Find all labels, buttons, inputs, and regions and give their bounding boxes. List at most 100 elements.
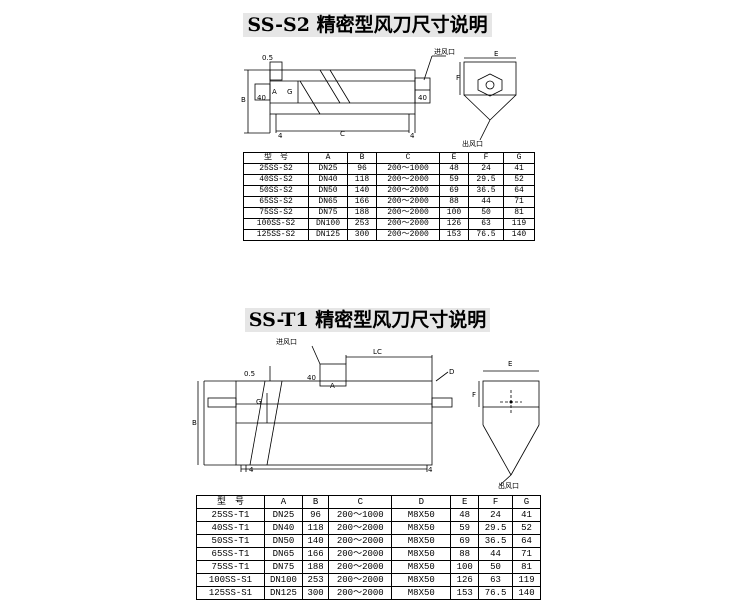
header-cell: A bbox=[308, 152, 348, 164]
table-cell: 36.5 bbox=[478, 534, 513, 548]
dim-a-2: A bbox=[330, 382, 335, 390]
table-cell: 29.5 bbox=[468, 174, 504, 186]
header-cell: D bbox=[391, 495, 452, 509]
table-cell: 119 bbox=[512, 573, 541, 587]
table-cell: 100SS-S2 bbox=[243, 218, 309, 230]
table-cell: 50SS-T1 bbox=[196, 534, 265, 548]
table-cell: 88 bbox=[439, 196, 469, 208]
table-cell: 100 bbox=[450, 560, 480, 574]
table-cell: 50 bbox=[478, 560, 513, 574]
table-cell: 63 bbox=[468, 218, 504, 230]
table-cell: 166 bbox=[347, 196, 377, 208]
inlet-label-2: 进风口 bbox=[276, 338, 297, 346]
dim-05: 0.5 bbox=[262, 54, 273, 62]
dim-05-2: 0.5 bbox=[244, 370, 255, 378]
table-cell: 200～1000 bbox=[376, 163, 440, 175]
table-cell: 200～2000 bbox=[328, 560, 393, 574]
table-cell: 200～2000 bbox=[328, 534, 393, 548]
table-cell: 50 bbox=[468, 207, 504, 219]
dim-4b: 4 bbox=[410, 132, 415, 140]
table-cell: 76.5 bbox=[468, 229, 504, 241]
table-cell: 140 bbox=[347, 185, 377, 197]
outlet-label: 出风口 bbox=[462, 139, 483, 148]
table-cell: 118 bbox=[301, 521, 330, 535]
table-cell: 200～2000 bbox=[376, 218, 440, 230]
dim-f-2: F bbox=[472, 391, 476, 399]
table-cell: DN125 bbox=[308, 229, 348, 241]
dim-c-top-2: C bbox=[377, 348, 382, 356]
table-cell: 40SS-T1 bbox=[196, 521, 265, 535]
table-cell: DN40 bbox=[263, 521, 303, 535]
table-cell: 118 bbox=[347, 174, 377, 186]
table-cell: 76.5 bbox=[478, 586, 513, 600]
table-cell: 200～1000 bbox=[328, 508, 393, 522]
table-cell: 52 bbox=[512, 521, 541, 535]
table-cell: 126 bbox=[450, 573, 480, 587]
table-cell: 200～2000 bbox=[328, 573, 393, 587]
table-cell: 96 bbox=[347, 163, 377, 175]
table-cell: 59 bbox=[439, 174, 469, 186]
header-cell: E bbox=[439, 152, 469, 164]
table-header-row: 型 号 A B C D E F G bbox=[196, 495, 541, 509]
table-cell: DN50 bbox=[263, 534, 303, 548]
header-cell: A bbox=[263, 495, 303, 509]
table-cell: 64 bbox=[512, 534, 541, 548]
table-cell: 200～2000 bbox=[376, 207, 440, 219]
table-cell: 69 bbox=[450, 534, 480, 548]
table-cell: 71 bbox=[503, 196, 535, 208]
dim-4a-2: 4 bbox=[249, 466, 254, 474]
header-cell: G bbox=[503, 152, 535, 164]
header-cell: C bbox=[328, 495, 393, 509]
table-cell: M8X50 bbox=[391, 534, 452, 548]
table-cell: 253 bbox=[301, 573, 330, 587]
table-cell: DN40 bbox=[308, 174, 348, 186]
table-cell: 153 bbox=[450, 586, 480, 600]
table-cell: 40SS-S2 bbox=[243, 174, 309, 186]
dim-c: C bbox=[340, 130, 345, 138]
table-cell: 44 bbox=[468, 196, 504, 208]
table-cell: DN75 bbox=[308, 207, 348, 219]
table-cell: DN100 bbox=[263, 573, 303, 587]
dim-f: F bbox=[456, 74, 460, 82]
table-cell: 140 bbox=[301, 534, 330, 548]
table-cell: 200～2000 bbox=[376, 229, 440, 241]
table-cell: 125SS-S2 bbox=[243, 229, 309, 241]
header-cell: 型 号 bbox=[196, 495, 265, 509]
table-cell: 59 bbox=[450, 521, 480, 535]
table-cell: M8X50 bbox=[391, 521, 452, 535]
table-cell: 48 bbox=[450, 508, 480, 522]
table-cell: 64 bbox=[503, 185, 535, 197]
dim-40-2: 40 bbox=[307, 374, 316, 382]
table-cell: 88 bbox=[450, 547, 480, 561]
table-cell: 25SS-T1 bbox=[196, 508, 265, 522]
table-cell: 75SS-S2 bbox=[243, 207, 309, 219]
table-cell: 63 bbox=[478, 573, 513, 587]
table-cell: 200～2000 bbox=[328, 521, 393, 535]
table-cell: 119 bbox=[503, 218, 535, 230]
header-cell: F bbox=[468, 152, 504, 164]
dim-40: 40 bbox=[257, 94, 266, 102]
table-cell: DN125 bbox=[263, 586, 303, 600]
header-cell: G bbox=[512, 495, 541, 509]
table-cell: 71 bbox=[512, 547, 541, 561]
table-cell: DN100 bbox=[308, 218, 348, 230]
dim-d-2: D bbox=[449, 368, 454, 376]
table-cell: 200～2000 bbox=[328, 586, 393, 600]
header-cell: E bbox=[450, 495, 480, 509]
table-cell: 188 bbox=[347, 207, 377, 219]
dim-g: G bbox=[287, 88, 292, 96]
